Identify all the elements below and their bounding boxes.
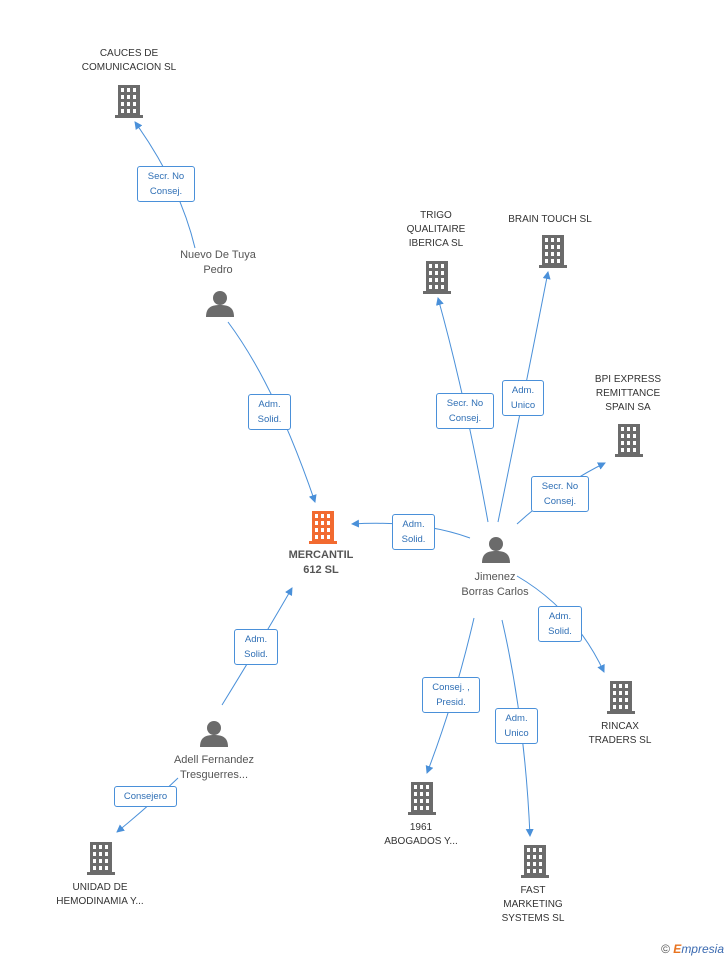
node-label-adell[interactable]: Adell Fernandez Tresguerres... (173, 754, 255, 781)
building-icon[interactable] (539, 235, 567, 268)
brand-footer: © Empresia (661, 942, 724, 956)
node-label-mercantil[interactable]: MERCANTIL 612 SL (288, 549, 354, 576)
building-icon[interactable] (309, 511, 337, 544)
node-label-nuevo[interactable]: Nuevo De Tuya Pedro (180, 249, 256, 276)
building-icon[interactable] (408, 782, 436, 815)
building-icon[interactable] (607, 681, 635, 714)
edge-label-jimenez-bpi[interactable]: Secr. No Consej. (531, 476, 589, 512)
node-label-unidad[interactable]: UNIDAD DE HEMODINAMIA Y... (56, 882, 144, 907)
brand-logo-initial: E (673, 942, 682, 956)
node-label-rincax[interactable]: RINCAX TRADERS SL (588, 721, 652, 746)
node-label-trigo[interactable]: TRIGO QUALITAIRE IBERICA SL (406, 210, 466, 249)
node-label-cauces[interactable]: CAUCES DE COMUNICACION SL (81, 48, 177, 73)
copyright-icon: © (661, 942, 670, 956)
edge-label-adell-mercantil[interactable]: Adm. Solid. (234, 629, 278, 665)
node-label-jimenez[interactable]: Jimenez Borras Carlos (461, 571, 529, 598)
building-icon[interactable] (423, 261, 451, 294)
person-icon[interactable] (482, 537, 510, 563)
node-label-abogados[interactable]: 1961 ABOGADOS Y... (384, 822, 458, 847)
edge-label-jimenez-trigo[interactable]: Secr. No Consej. (436, 393, 494, 429)
node-label-brain[interactable]: BRAIN TOUCH SL (508, 214, 592, 225)
edge-label-nuevo-mercantil[interactable]: Adm. Solid. (248, 394, 291, 430)
edge-label-nuevo-cauces[interactable]: Secr. No Consej. (137, 166, 195, 202)
building-icon[interactable] (521, 845, 549, 878)
person-icon[interactable] (206, 291, 234, 317)
edge-label-adell-unidad[interactable]: Consejero (114, 786, 177, 807)
edge-label-jimenez-fast[interactable]: Adm. Unico (495, 708, 538, 744)
node-label-fast[interactable]: FAST MARKETING SYSTEMS SL (501, 885, 565, 924)
edge-label-jimenez-brain[interactable]: Adm. Unico (502, 380, 544, 416)
building-icon[interactable] (87, 842, 115, 875)
person-icon[interactable] (200, 721, 228, 747)
building-icon[interactable] (615, 424, 643, 457)
edge-label-jimenez-rincax[interactable]: Adm. Solid. (538, 606, 582, 642)
edge-label-jimenez-abogados[interactable]: Consej. , Presid. (422, 677, 480, 713)
brand-logo-text: mpresia (681, 942, 724, 956)
building-icon[interactable] (115, 85, 143, 118)
edge-label-jimenez-mercantil[interactable]: Adm. Solid. (392, 514, 435, 550)
node-label-bpi[interactable]: BPI EXPRESS REMITTANCE SPAIN SA (594, 374, 662, 413)
